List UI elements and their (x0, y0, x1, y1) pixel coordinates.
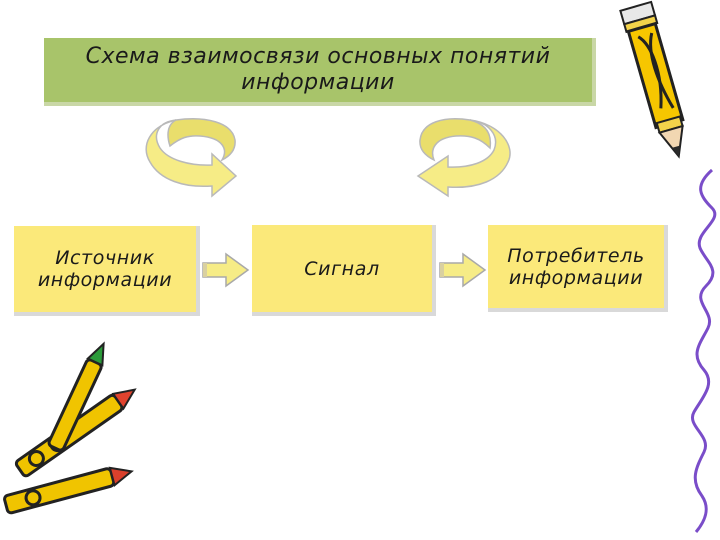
node-signal: Сигнал (252, 225, 436, 316)
node-consumer-line2: информации (508, 266, 644, 289)
diagram-title: Схема взаимосвязи основных понятий инфор… (44, 38, 596, 106)
node-signal-line1: Сигнал (304, 257, 380, 280)
node-information-source: Источник информации (14, 226, 200, 316)
node-consumer-line1: Потребитель (507, 244, 645, 267)
diagram-title-line1: Схема взаимосвязи основных понятий (85, 44, 551, 69)
pencil-icon (619, 0, 685, 159)
node-source-line2: информации (37, 269, 173, 291)
arrow-source-to-signal (202, 252, 250, 288)
crayons-icon (3, 341, 137, 515)
diagram-title-line2: информации (241, 70, 395, 95)
wavy-line-decoration (690, 168, 717, 533)
curved-arrow-right (416, 118, 511, 198)
node-source-line1: Источник (55, 247, 155, 269)
curved-arrow-left (145, 118, 238, 198)
arrow-signal-to-consumer (439, 252, 487, 288)
node-information-consumer: Потребитель информации (488, 225, 668, 312)
